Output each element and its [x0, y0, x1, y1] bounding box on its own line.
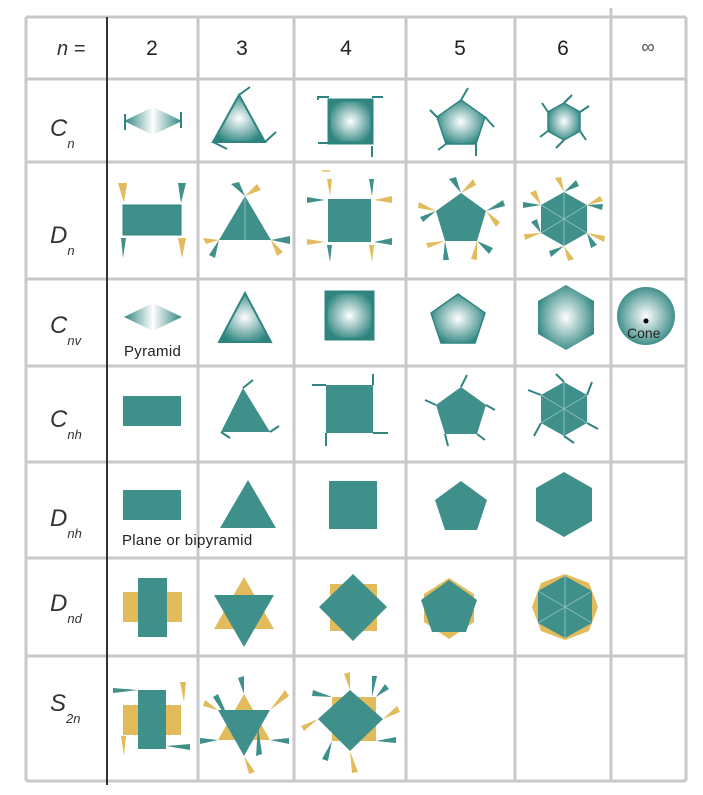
row-label-dnh: Dnh [50, 505, 82, 541]
note-pyramid: Pyramid [124, 343, 182, 360]
row-label-dn: Dn [50, 222, 75, 258]
row-label-dnd: Dnd [50, 590, 82, 626]
row-label-cn: Cn [50, 115, 75, 151]
note-plane-bipyramid: Plane or bipyramid [122, 532, 253, 549]
table-grid [24, 15, 688, 783]
dnh-shapes [123, 472, 592, 537]
row-label-s2n: S2n [50, 690, 81, 726]
row-label-cnh: Cnh [50, 406, 82, 442]
col-header-6: 6 [557, 37, 569, 60]
col-header-5: 5 [454, 37, 466, 60]
dnd-shapes [123, 574, 598, 647]
s2n-shapes [113, 672, 400, 774]
cnh-shapes [123, 373, 599, 447]
n-equals-label: n = [57, 38, 86, 60]
cnv-shapes [124, 285, 675, 350]
note-cone: Cone [627, 325, 661, 341]
cn-shapes [124, 86, 590, 157]
col-header-4: 4 [340, 37, 352, 60]
dn-shapes [118, 170, 605, 262]
col-header-3: 3 [236, 37, 248, 60]
col-header-2: 2 [146, 37, 158, 60]
col-header-infinity: ∞ [641, 37, 655, 58]
row-label-cnv: Cnv [50, 312, 82, 348]
